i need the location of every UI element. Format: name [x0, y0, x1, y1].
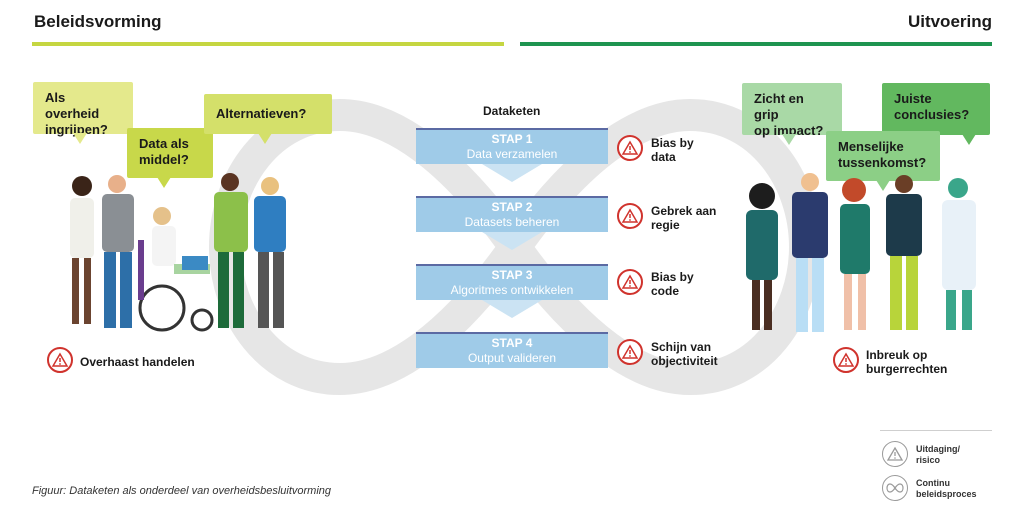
warning-triangle-icon: [882, 441, 908, 467]
warning-triangle-icon: [47, 347, 73, 373]
risk-text: data: [651, 150, 676, 164]
risk-text: Inbreuk op: [866, 348, 928, 362]
rule-left: [32, 42, 504, 46]
step-1: STAP 1 Data verzamelen: [416, 128, 608, 164]
risk-step-1: Bias by data: [651, 136, 694, 164]
step-chevron: [482, 232, 542, 250]
step-name: Data verzamelen: [466, 147, 558, 161]
risk-step-2: Gebrek aan regie: [651, 204, 716, 232]
bubble-text: Data als: [139, 136, 189, 151]
bubble-text: middel?: [139, 152, 189, 167]
step-name: Output valideren: [467, 351, 557, 365]
step-label: STAP 2: [491, 200, 533, 214]
bubble-zicht-en-grip: Zicht en grip op impact?: [742, 83, 842, 145]
risk-step-4: Schijn van objectiviteit: [651, 340, 718, 368]
bubble-alternatieven: Alternatieven?: [204, 94, 332, 144]
bubble-als-overheid: Als overheid ingrijpen?: [33, 82, 133, 144]
bubble-text: Zicht en grip: [754, 91, 804, 122]
risk-text: code: [651, 284, 680, 298]
legend-text: beleidsproces: [916, 489, 977, 499]
warning-triangle-icon: [617, 269, 643, 295]
warning-triangle-icon: [833, 347, 859, 373]
risk-text: regie: [651, 218, 680, 232]
warning-triangle-icon: [617, 135, 643, 161]
legend-risk: Uitdaging/ risico: [916, 444, 960, 466]
infinity-icon: [882, 475, 908, 501]
bubble-text: Als overheid: [45, 90, 100, 121]
risk-inbreuk-burgerrechten: Inbreuk op burgerrechten: [866, 348, 947, 376]
people-right-illustration: [746, 173, 976, 332]
bubble-text: Menselijke: [838, 139, 904, 154]
step-2: STAP 2 Datasets beheren: [416, 196, 608, 232]
step-4: STAP 4 Output valideren: [416, 332, 608, 368]
warning-triangle-icon: [617, 203, 643, 229]
risk-text: objectiviteit: [651, 354, 718, 368]
bubble-text: tussenkomst?: [838, 155, 927, 170]
bubble-text: Juiste: [894, 91, 932, 106]
step-name: Algoritmes ontwikkelen: [450, 283, 574, 297]
heading-beleidsvorming: Beleidsvorming: [34, 12, 162, 31]
step-3: STAP 3 Algoritmes ontwikkelen: [416, 264, 608, 300]
legend-text: Uitdaging/: [916, 444, 960, 454]
bubble-data-als-middel: Data als middel?: [127, 128, 213, 188]
step-chevron: [482, 300, 542, 318]
step-label: STAP 3: [491, 268, 533, 282]
step-name: Datasets beheren: [464, 215, 560, 229]
legend-cycle: Continu beleidsproces: [916, 478, 977, 500]
bubble-text: ingrijpen?: [45, 122, 108, 137]
rule-right: [520, 42, 992, 46]
warning-triangle-icon: [617, 339, 643, 365]
risk-text: Bias by: [651, 136, 694, 150]
legend-text: Continu: [916, 478, 950, 488]
chain-title: Dataketen: [483, 104, 541, 118]
risk-text: Schijn van: [651, 340, 712, 354]
bubble-text: conclusies?: [894, 107, 970, 122]
risk-text: Bias by: [651, 270, 694, 284]
heading-uitvoering: Uitvoering: [907, 12, 992, 31]
step-label: STAP 4: [491, 336, 533, 350]
legend-divider: [880, 430, 992, 431]
legend-text: risico: [916, 455, 941, 465]
bubble-menselijke-tussenkomst: Menselijke tussenkomst?: [826, 131, 940, 191]
risk-overhaast-handelen: Overhaast handelen: [80, 355, 195, 369]
bubble-juiste-conclusies: Juiste conclusies?: [882, 83, 990, 145]
step-chevron: [482, 164, 542, 182]
step-label: STAP 1: [491, 132, 533, 146]
risk-text: Gebrek aan: [651, 204, 717, 218]
figure-caption: Figuur: Dataketen als onderdeel van over…: [32, 485, 332, 497]
bubble-text: Alternatieven?: [216, 106, 307, 121]
bubble-text: op impact?: [754, 123, 824, 138]
risk-text: burgerrechten: [866, 362, 948, 376]
risk-step-3: Bias by code: [651, 270, 694, 298]
people-left-illustration: [70, 173, 286, 332]
